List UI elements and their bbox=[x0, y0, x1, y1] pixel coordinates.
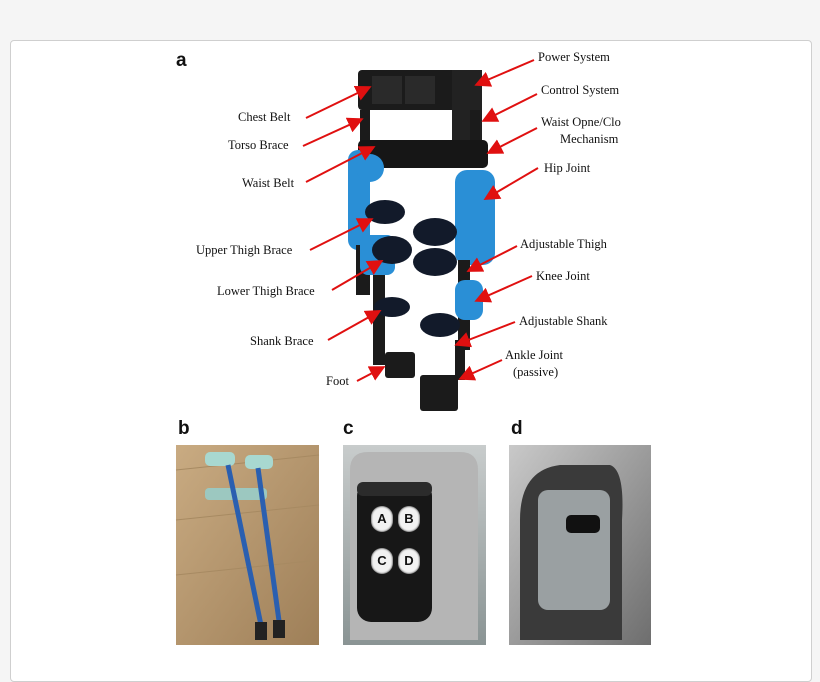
label-hip-joint: Hip Joint bbox=[544, 161, 591, 175]
label-arrows-right bbox=[454, 59, 539, 381]
label-ankle-joint-line1: Ankle Joint bbox=[505, 348, 563, 362]
label-waist-mechanism-line1: Waist Opne/Clo bbox=[541, 115, 621, 129]
remote-button-a[interactable]: A bbox=[371, 506, 393, 532]
label-adjustable-shank: Adjustable Shank bbox=[519, 314, 608, 328]
remote-photo bbox=[343, 445, 486, 645]
label-ankle-joint-line2: (passive) bbox=[513, 365, 559, 379]
label-arrows-left bbox=[302, 86, 386, 382]
label-knee-joint: Knee Joint bbox=[536, 269, 590, 283]
label-power-system: Power System bbox=[538, 50, 610, 64]
exoskeleton-figure bbox=[175, 59, 651, 645]
exoskeleton-device bbox=[348, 70, 495, 411]
remote-button-d[interactable]: D bbox=[398, 548, 420, 574]
label-upper-thigh-brace: Upper Thigh Brace bbox=[196, 243, 293, 257]
panel-letter-c: c bbox=[343, 418, 354, 439]
label-foot: Foot bbox=[326, 374, 349, 388]
label-torso-brace: Torso Brace bbox=[228, 138, 289, 152]
remote-button-c[interactable]: C bbox=[371, 548, 393, 574]
label-shank-brace: Shank Brace bbox=[250, 334, 314, 348]
label-waist-mechanism-line2: Mechanism bbox=[560, 132, 619, 146]
label-chest-belt: Chest Belt bbox=[238, 110, 291, 124]
panel-letter-b: b bbox=[178, 418, 190, 439]
crutches-photo bbox=[175, 445, 320, 645]
remote-button-b[interactable]: B bbox=[398, 506, 420, 532]
label-adjustable-thigh: Adjustable Thigh bbox=[520, 237, 607, 251]
panel-letter-d: d bbox=[511, 418, 523, 439]
label-control-system: Control System bbox=[541, 83, 620, 97]
handle-photo bbox=[509, 445, 651, 645]
panel-letter-a: a bbox=[176, 50, 187, 71]
label-lower-thigh-brace: Lower Thigh Brace bbox=[217, 284, 315, 298]
label-waist-belt: Waist Belt bbox=[242, 176, 295, 190]
